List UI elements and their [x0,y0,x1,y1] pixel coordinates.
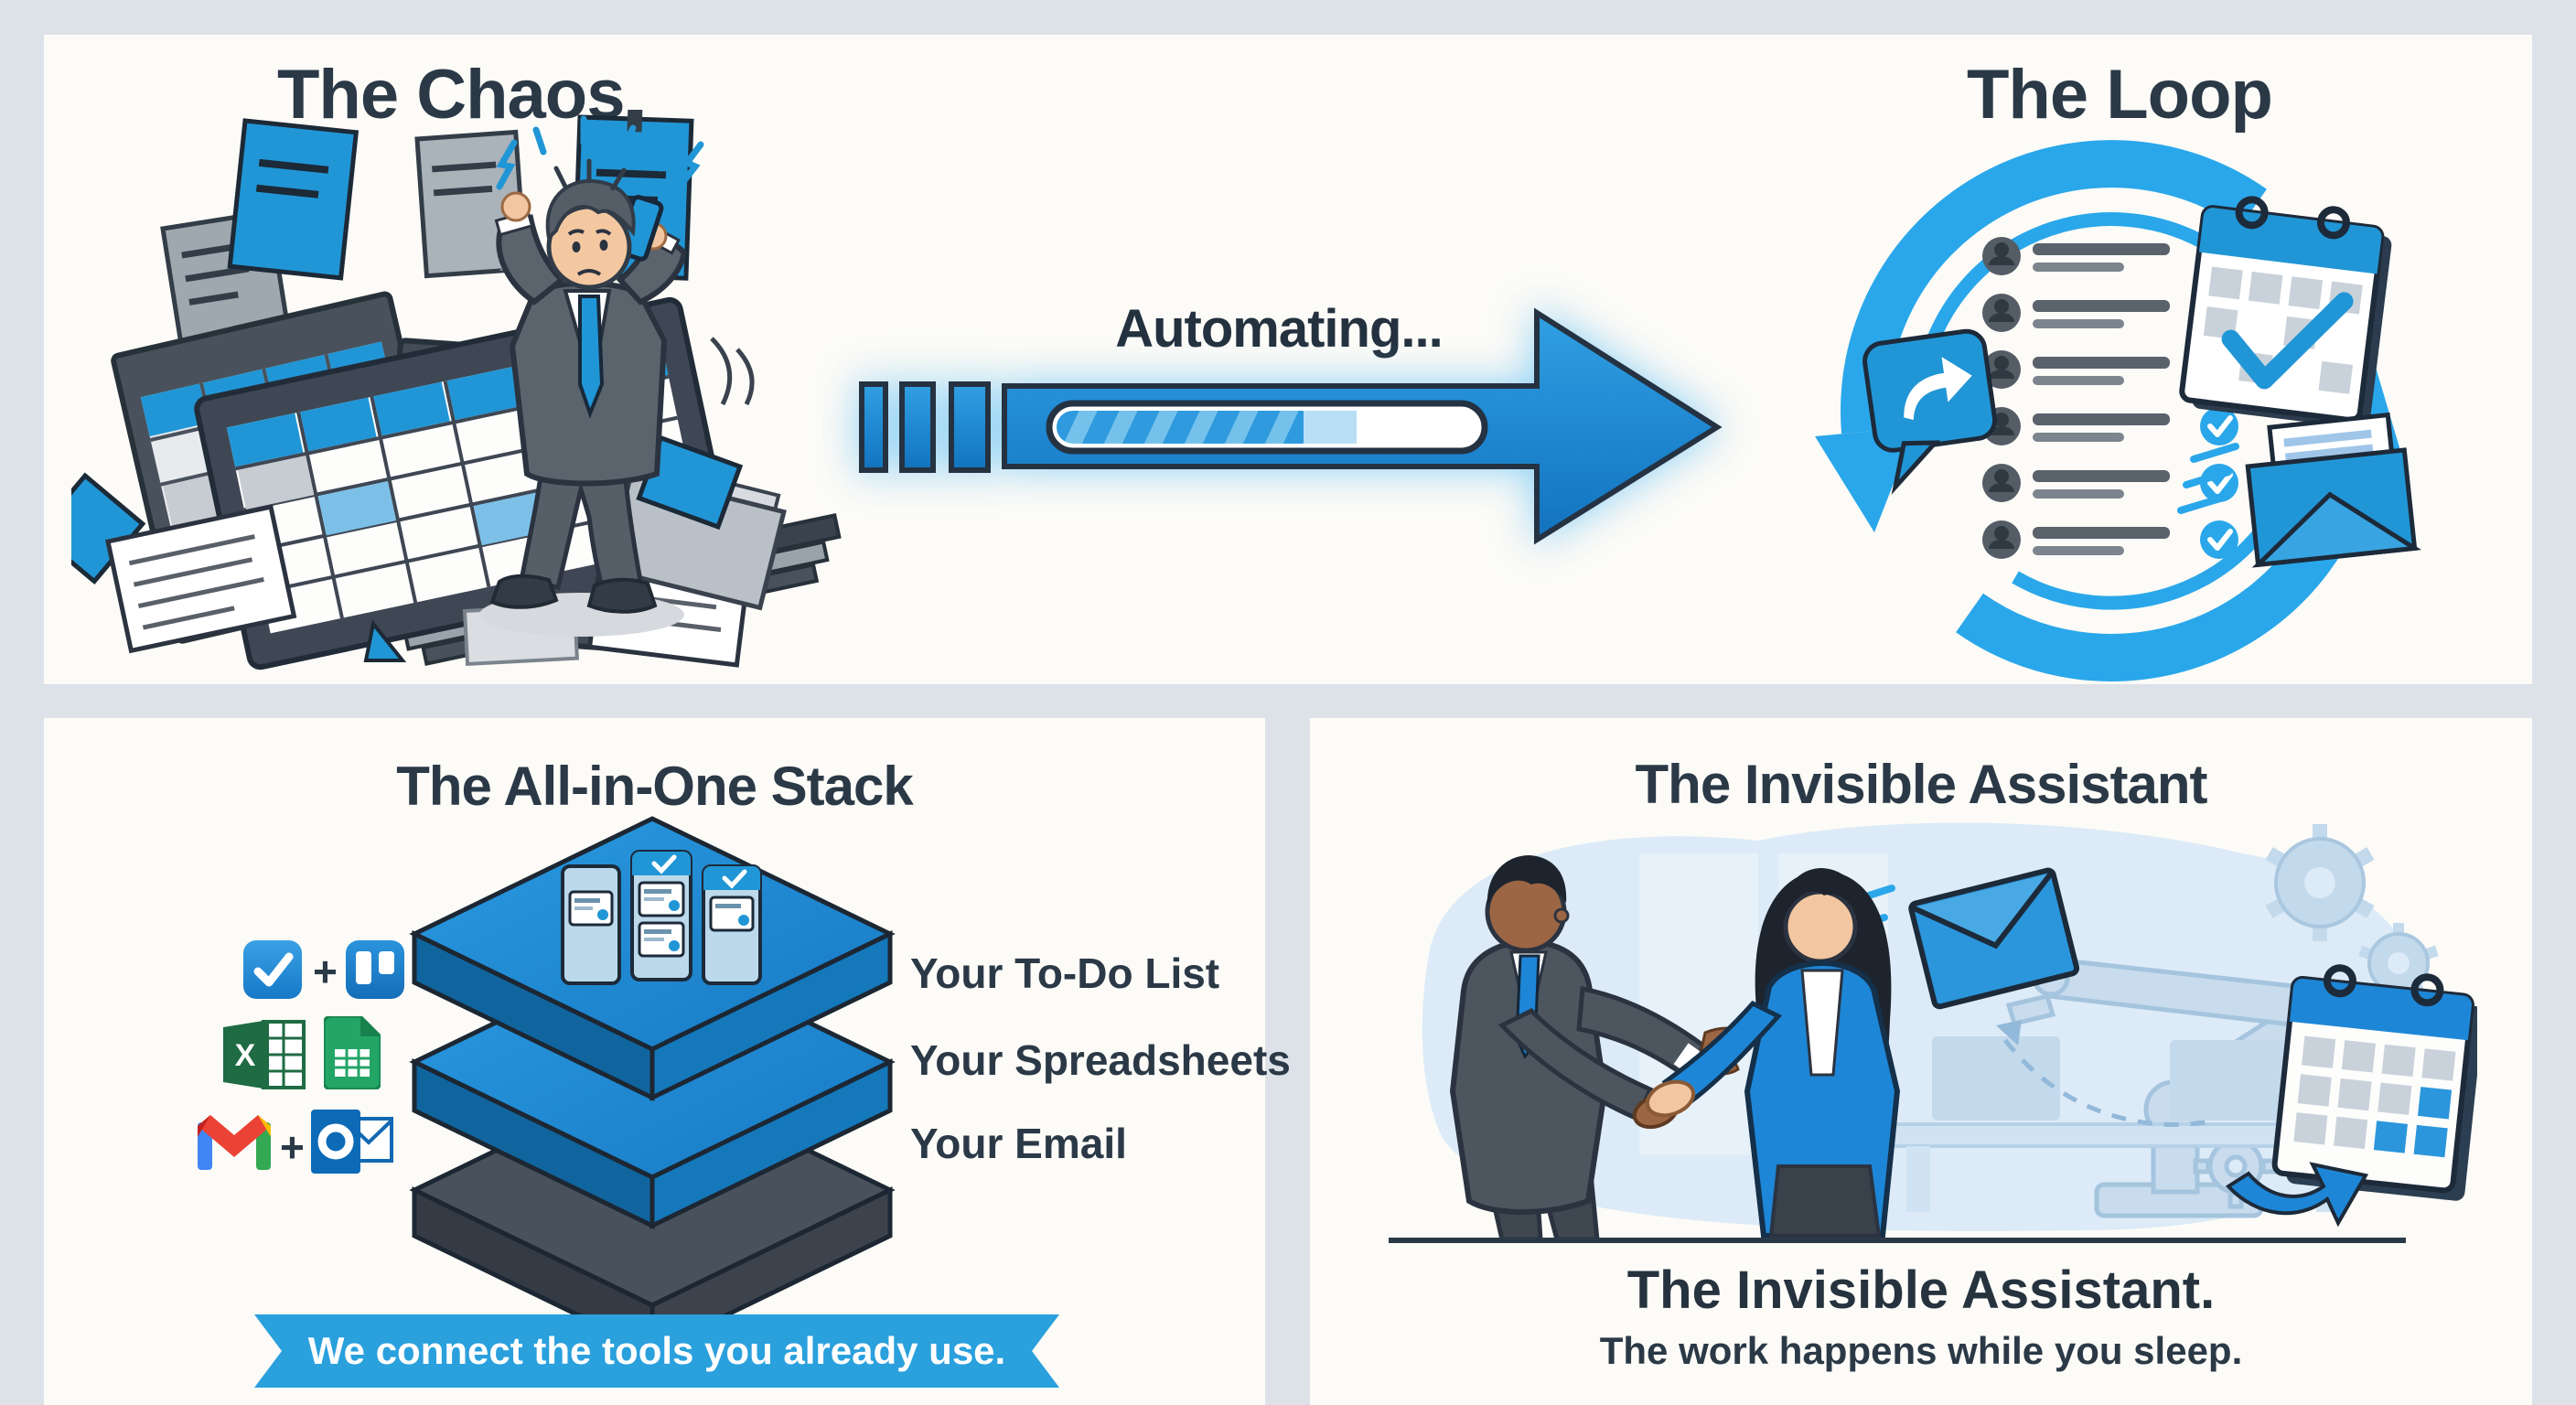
stack-label-todo: Your To-Do List [910,949,1220,997]
envelope-send-icon [2177,412,2422,568]
automating-label: Automating... [1115,299,1444,359]
dashed-path [2003,1038,2216,1127]
flying-envelope-icon [1824,867,2080,1010]
stack-illustration [409,816,896,1355]
stressed-person-icon [479,115,755,637]
loop-illustration [1815,140,2422,681]
assistant-panel: The Invisible Assistant [1310,718,2532,1405]
calendar-check-icon [2179,196,2392,429]
connect-banner-text: We connect the tools you already use. [307,1329,1006,1372]
stack-label-email: Your Email [910,1120,1127,1167]
connect-banner: We connect the tools you already use. [254,1314,1059,1388]
gmail-icon [198,1115,271,1170]
chaos-title: The Chaos [277,56,625,134]
loop-title: The Loop [1967,56,2273,134]
excel-icon: X [223,1020,306,1089]
assistant-headline: The Invisible Assistant. [1626,1260,2216,1320]
chaos-illustration [71,110,842,670]
plus-icon: + [280,1123,305,1171]
assistant-calendar-icon [2225,964,2477,1228]
handshake-icon [1632,1079,1696,1130]
assistant-title: The Invisible Assistant [1635,754,2208,815]
automation-arrow-icon [859,307,1723,545]
trello-icon [346,940,404,999]
assistant-illustration [1389,822,2477,1243]
chat-share-icon [1862,328,1998,495]
top-panel: The Chaos The Loop [44,35,2532,684]
outlook-icon [311,1110,393,1174]
stack-label-spreadsheets: Your Spreadsheets [910,1036,1291,1084]
svg-text:X: X [235,1038,256,1073]
gears-icon [2265,824,2439,1000]
kanban-cards-icon [561,850,762,985]
assistant-subline: The work happens while you sleep. [1599,1329,2243,1372]
progress-bar [1046,400,1488,455]
businesswoman-icon [1632,868,1901,1239]
todo-check-icon [243,940,302,999]
stress-bolts-icon [496,115,704,190]
floor-line [1389,1238,2406,1243]
google-sheets-icon [324,1016,381,1089]
stack-title: The All-in-One Stack [396,756,914,817]
stack-panel: The All-in-One Stack [44,718,1291,1405]
plus-icon: + [313,948,338,995]
